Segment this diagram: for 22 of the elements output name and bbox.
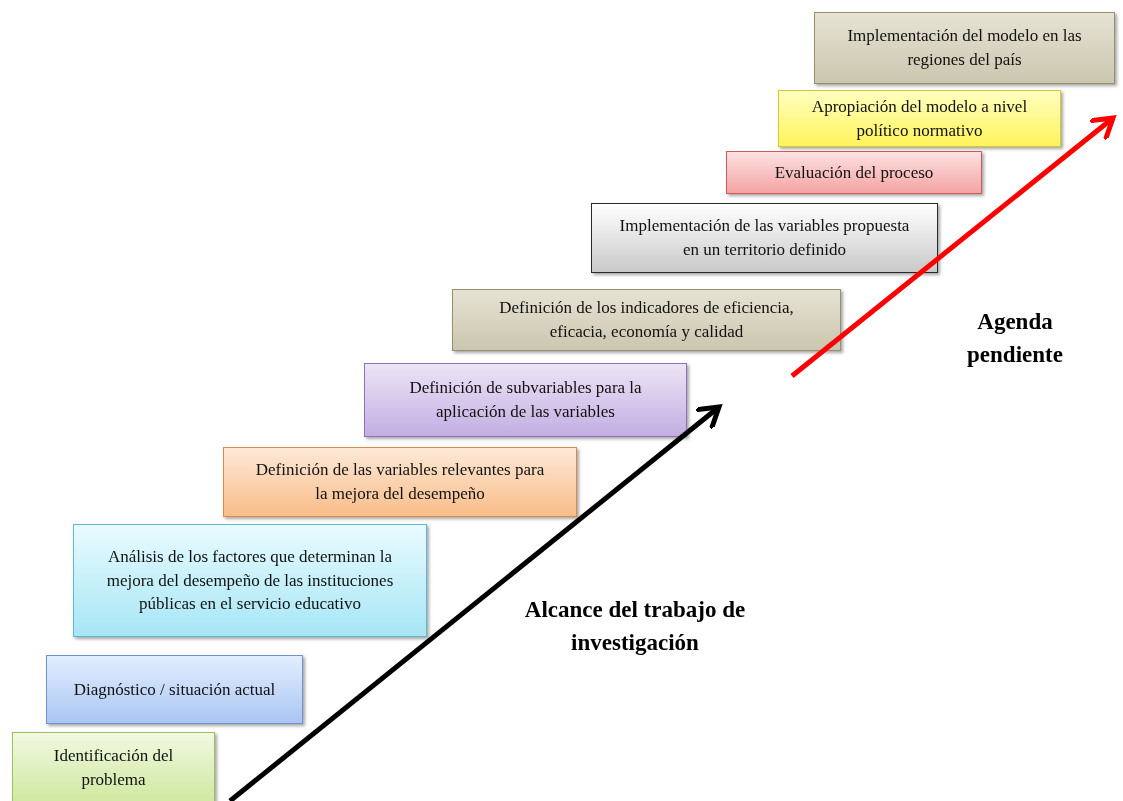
step-text: Implementación del modelo en las regiones del país [846, 25, 1083, 71]
step-box [778, 90, 1061, 147]
step-text: Definición de subvariables para la aplicación de las variables [408, 377, 643, 423]
step-text: Identificación del problema [52, 745, 175, 791]
step-text: Evaluación del proceso [774, 161, 934, 184]
step-box [223, 447, 577, 517]
step-box [46, 655, 303, 724]
step-text: Definición de las variables relevantes para la mejora del desempeño [254, 459, 546, 505]
step-box [814, 12, 1115, 84]
arrow-caption: Alcance del trabajo de investigación [523, 596, 747, 658]
step-text: Apropiación del modelo a nivel político normativo [810, 95, 1029, 142]
step-box [726, 151, 982, 194]
step-text: Implementación de las variables propuesta en un territorio definido [618, 215, 911, 261]
arrow-caption: Agenda pendiente [966, 308, 1064, 370]
step-box [452, 289, 841, 351]
step-text: Diagnóstico / situación actual [73, 678, 276, 701]
step-box [591, 203, 938, 273]
step-box [73, 524, 427, 637]
step-box [364, 363, 687, 437]
step-text: Definición de los indicadores de eficiencia, eficacia, economía y calidad [498, 297, 795, 343]
step-box [12, 732, 215, 801]
step-text: Análisis de los factores que determinan la mejora del desempeño de las instituciones públicas en el servicio educativo [105, 545, 395, 616]
